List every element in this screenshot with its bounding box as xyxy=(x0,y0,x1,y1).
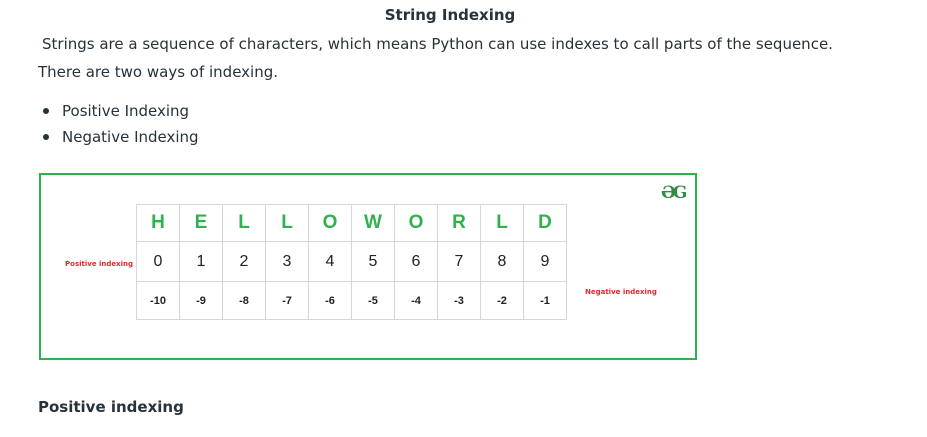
negative-index-cell: -1 xyxy=(523,281,567,320)
negative-index-cell: -8 xyxy=(222,281,266,320)
negative-index-cell: -6 xyxy=(308,281,352,320)
intro-paragraph-line2: There are two ways of indexing. xyxy=(38,63,278,81)
list-item-label: Positive Indexing xyxy=(62,102,190,120)
negative-index-cell: -7 xyxy=(265,281,309,320)
positive-indexing-label: Positive indexing xyxy=(65,260,134,268)
gfg-logo-icon: ƏG xyxy=(661,183,687,203)
letter-cell: L xyxy=(265,204,309,242)
bullet-icon xyxy=(43,108,49,114)
negative-index-cell: -2 xyxy=(480,281,524,320)
indexing-types-list: Positive Indexing Negative Indexing xyxy=(38,98,199,150)
negative-index-cell: -4 xyxy=(394,281,438,320)
negative-indexing-label: Negative indexing xyxy=(585,288,657,296)
list-item-label: Negative Indexing xyxy=(62,128,199,146)
positive-index-cell: 2 xyxy=(222,241,266,282)
page-title: String Indexing xyxy=(384,6,516,24)
negative-index-cell: -5 xyxy=(351,281,395,320)
positive-index-cell: 7 xyxy=(437,241,481,282)
positive-index-cell: 6 xyxy=(394,241,438,282)
positive-index-cell: 1 xyxy=(179,241,223,282)
string-indexing-figure: ƏG Positive indexing Negative indexing H… xyxy=(39,173,697,360)
letter-cell: D xyxy=(523,204,567,242)
letter-cell: L xyxy=(222,204,266,242)
negative-index-cell: -9 xyxy=(179,281,223,320)
positive-index-cell: 9 xyxy=(523,241,567,282)
positive-index-cell: 5 xyxy=(351,241,395,282)
negative-index-cell: -3 xyxy=(437,281,481,320)
positive-index-cell: 3 xyxy=(265,241,309,282)
letter-cell: L xyxy=(480,204,524,242)
index-table: H E L L O W O R L D 0 1 2 3 4 5 6 7 8 9 … xyxy=(136,204,567,320)
letter-cell: E xyxy=(179,204,223,242)
list-item: Negative Indexing xyxy=(38,124,199,150)
negative-index-cell: -10 xyxy=(136,281,180,320)
intro-paragraph-line1: Strings are a sequence of characters, wh… xyxy=(42,35,833,53)
letter-cell: O xyxy=(308,204,352,242)
list-item: Positive Indexing xyxy=(38,98,199,124)
bullet-icon xyxy=(43,134,49,140)
negative-index-row: -10 -9 -8 -7 -6 -5 -4 -3 -2 -1 xyxy=(136,281,567,320)
letter-cell: O xyxy=(394,204,438,242)
positive-index-cell: 4 xyxy=(308,241,352,282)
letters-row: H E L L O W O R L D xyxy=(136,204,567,242)
section-heading: Positive indexing xyxy=(38,398,184,416)
positive-index-row: 0 1 2 3 4 5 6 7 8 9 xyxy=(136,241,567,282)
positive-index-cell: 8 xyxy=(480,241,524,282)
positive-index-cell: 0 xyxy=(136,241,180,282)
letter-cell: W xyxy=(351,204,395,242)
letter-cell: H xyxy=(136,204,180,242)
letter-cell: R xyxy=(437,204,481,242)
